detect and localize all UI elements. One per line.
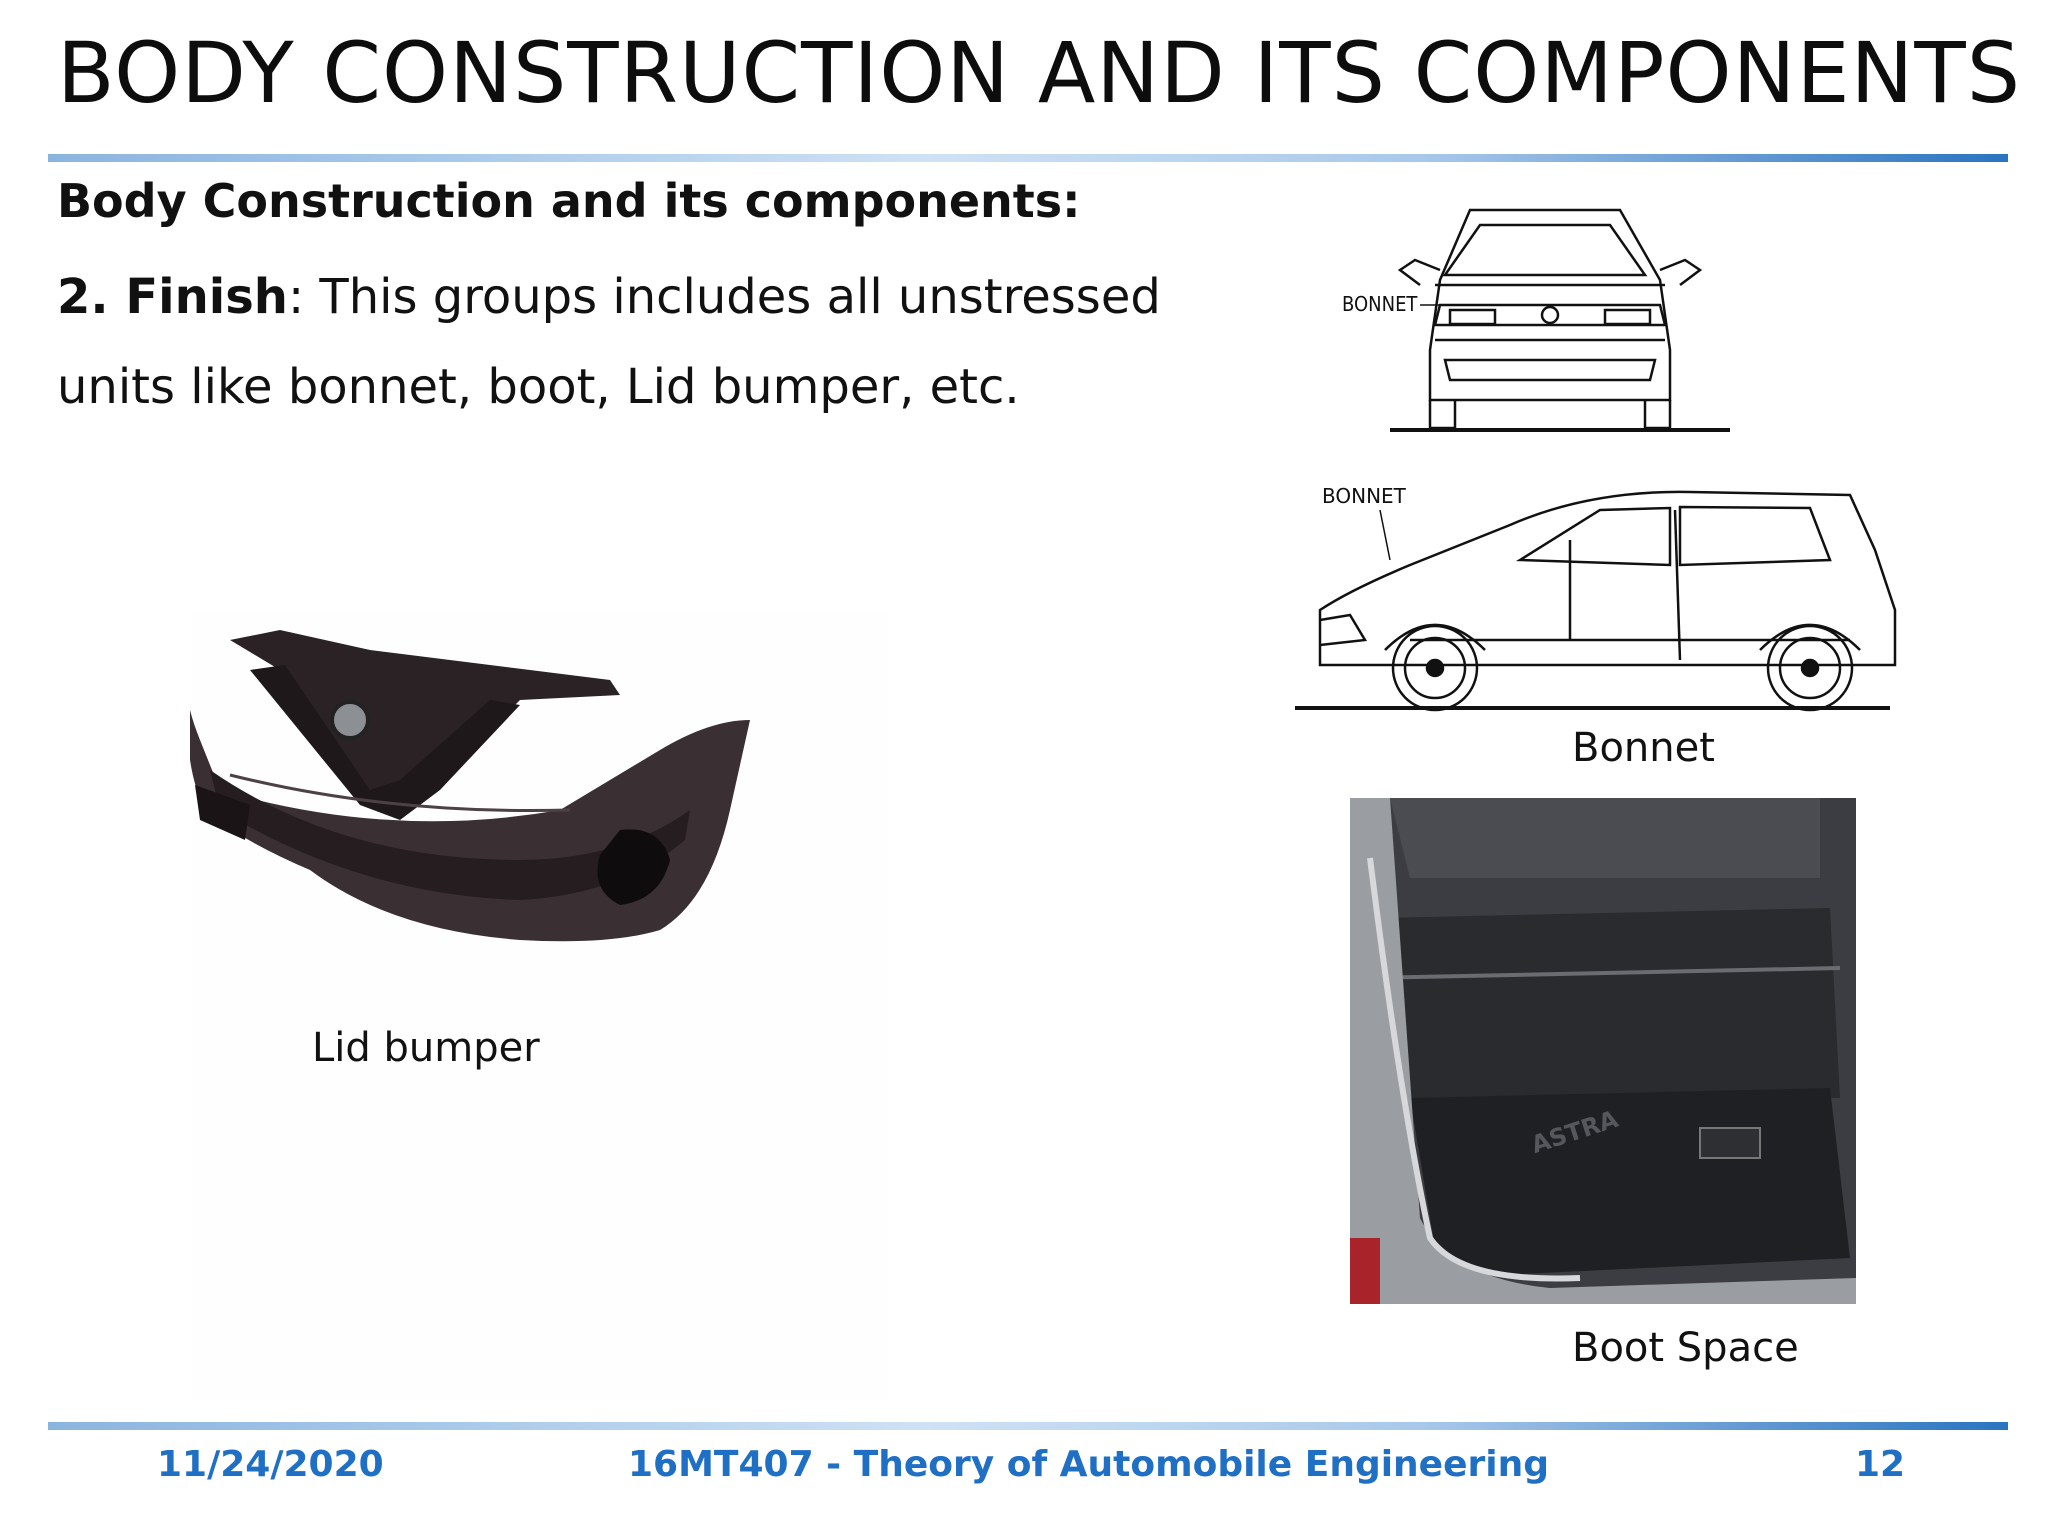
slide-title: BODY CONSTRUCTION AND ITS COMPONENTS xyxy=(57,24,2022,122)
lid-bumper-caption: Lid bumper xyxy=(312,1025,540,1071)
section-heading: Body Construction and its components: xyxy=(57,174,1081,228)
lid-bumper-image xyxy=(186,610,890,1400)
bonnet-label-side: BONNET xyxy=(1322,484,1406,508)
boot-space-image xyxy=(1350,798,1856,1304)
finish-description: 2. Finish: This groups includes all unst… xyxy=(57,252,1257,432)
bonnet-caption: Bonnet xyxy=(1572,725,1715,771)
title-divider xyxy=(48,154,2008,162)
car-front-view-drawing xyxy=(1390,208,1730,432)
car-front-view-figure: BONNET xyxy=(1320,200,1780,440)
bonnet-label-front: BONNET xyxy=(1342,292,1418,316)
boot-space-figure: ASTRA xyxy=(1350,798,1856,1304)
page-number: 12 xyxy=(1855,1444,1906,1485)
footer-date: 11/24/2020 xyxy=(157,1444,384,1485)
finish-text: : This groups includes all unstressed un… xyxy=(57,269,1161,415)
boot-space-caption: Boot Space xyxy=(1572,1325,1799,1371)
car-side-view-drawing xyxy=(1295,490,1897,712)
car-side-view-figure: BONNET xyxy=(1290,470,1910,720)
finish-label: 2. Finish xyxy=(57,269,288,325)
footer-divider xyxy=(48,1422,2008,1430)
lid-bumper-figure xyxy=(186,610,890,1400)
footer-course-title: 16MT407 - Theory of Automobile Engineeri… xyxy=(628,1444,1550,1485)
